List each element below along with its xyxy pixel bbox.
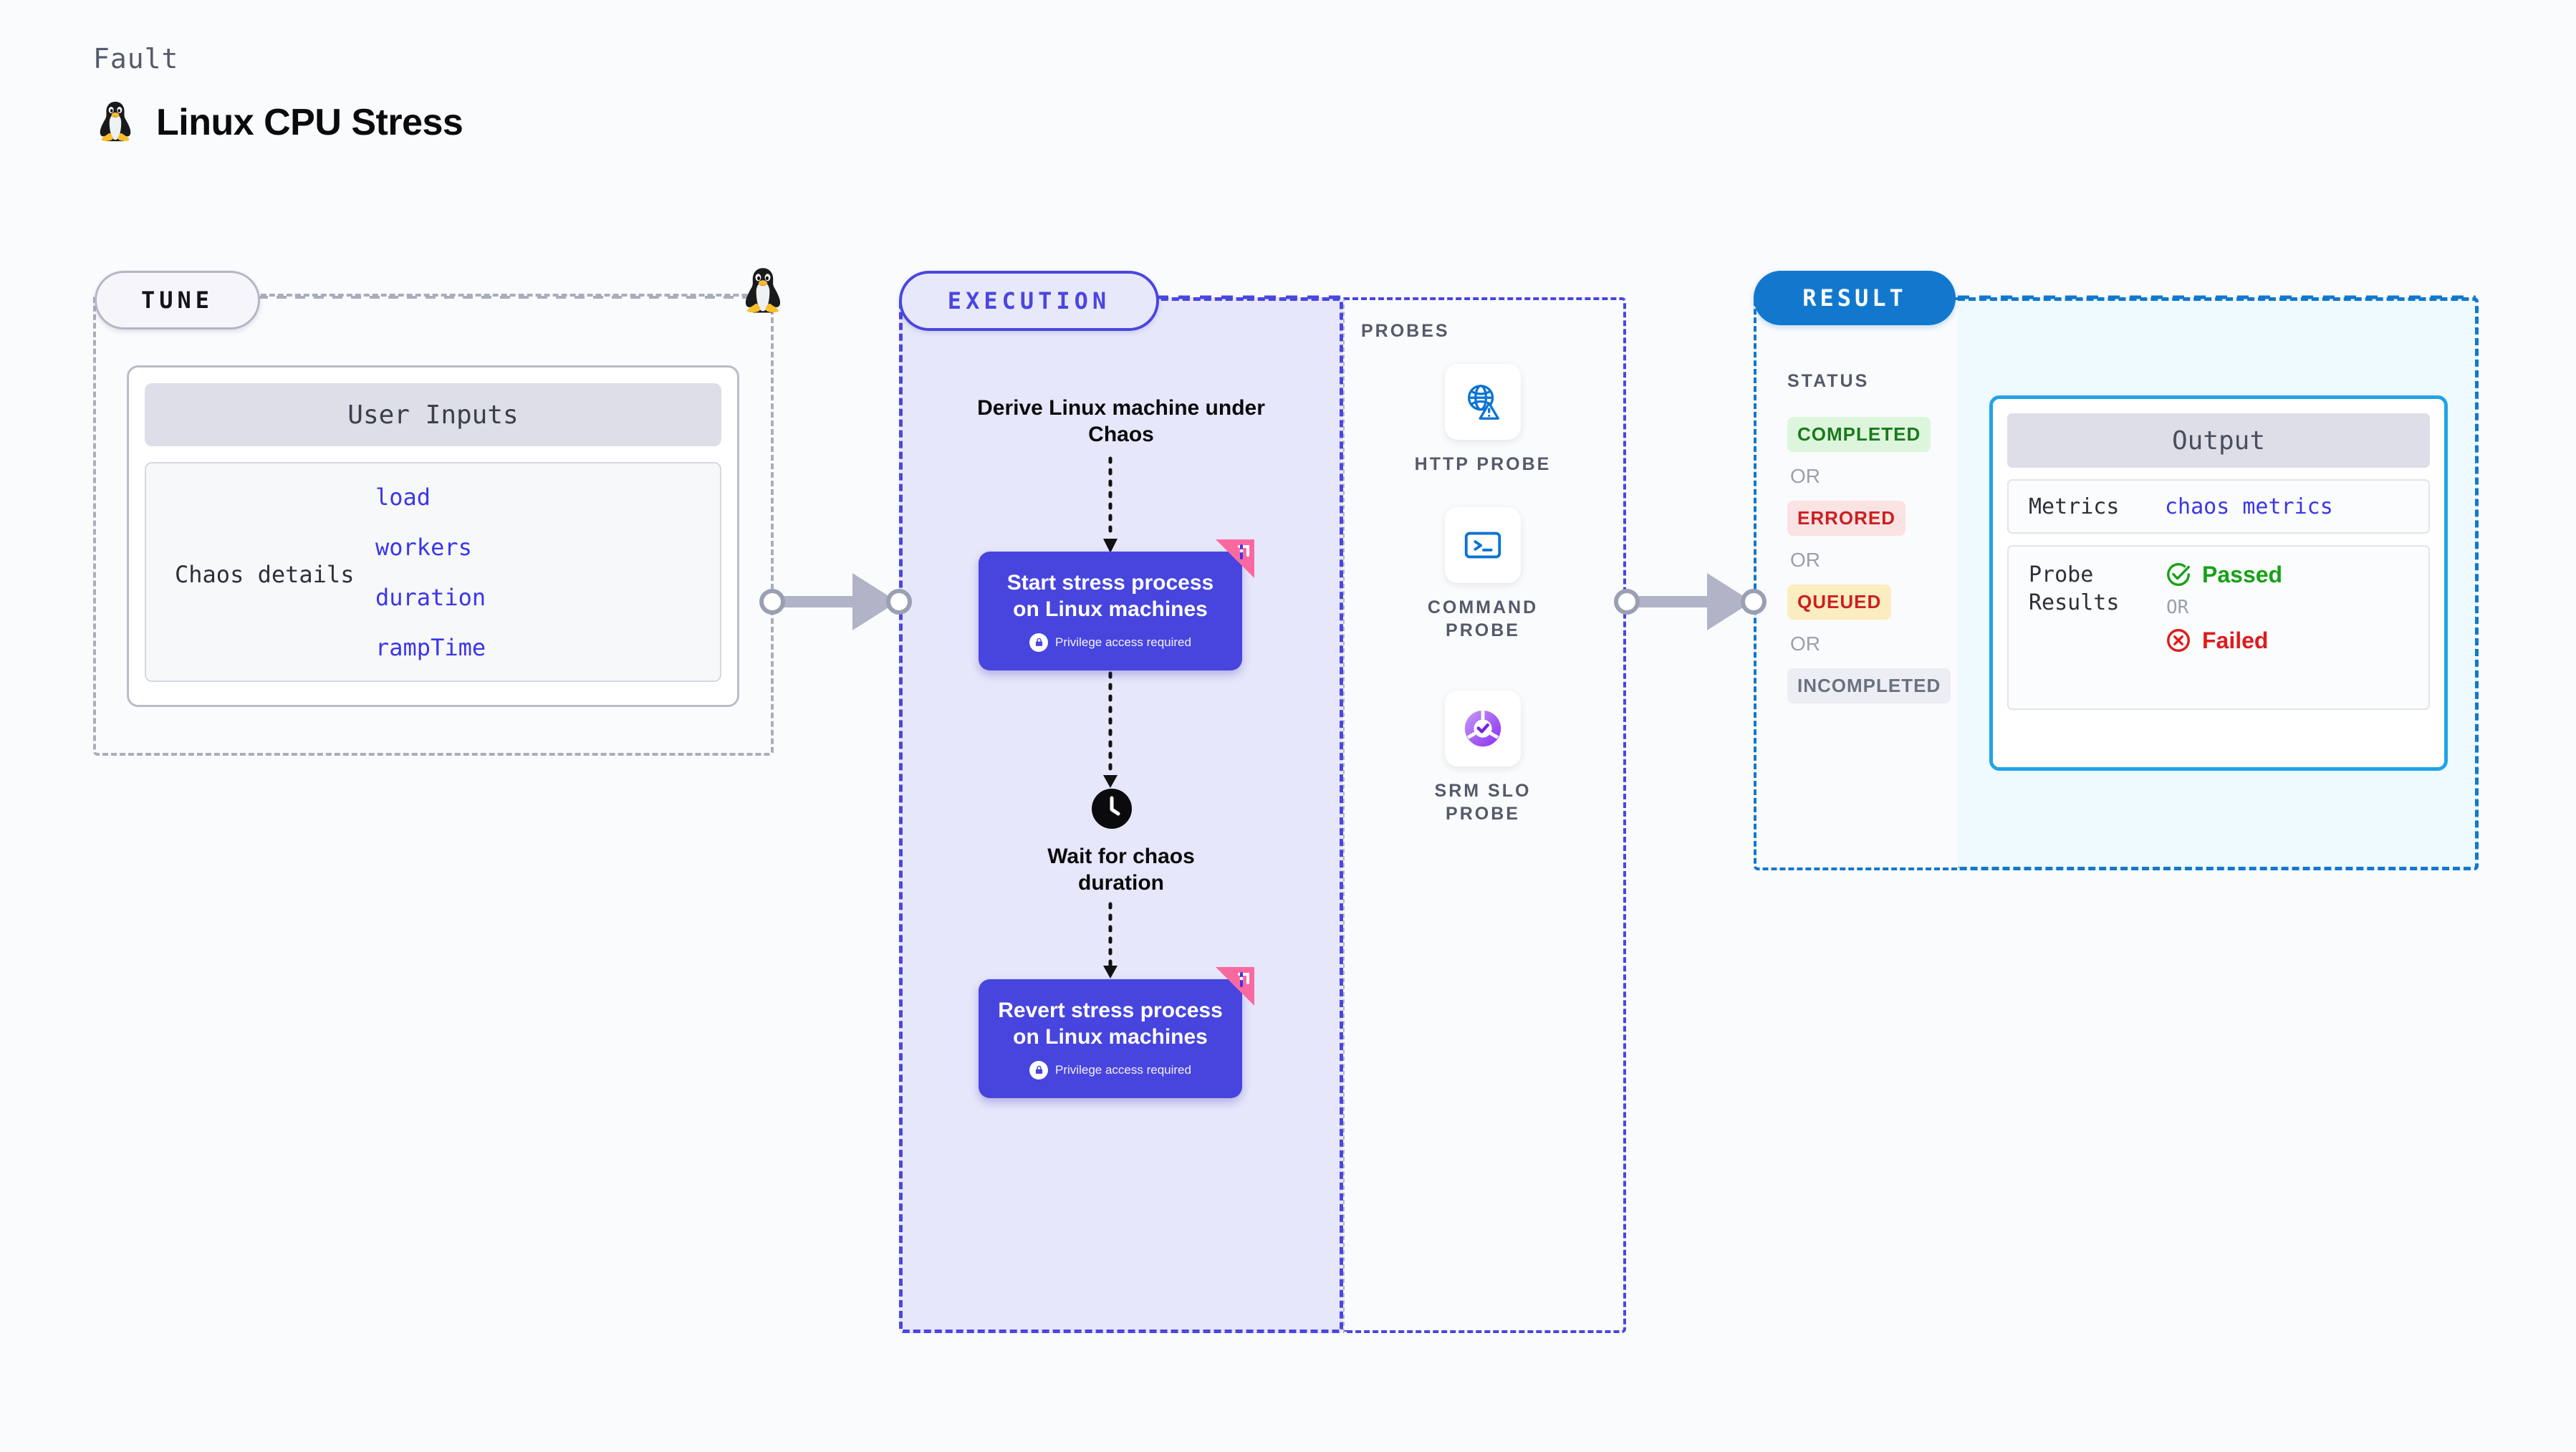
probe-srm-slo[interactable]: SRM SLO PROBE — [1400, 691, 1565, 825]
start-stress-title: Start stress process on Linux machines — [1006, 571, 1214, 621]
status-badge-incompleted: INCOMPLETED — [1787, 668, 1951, 703]
chaos-details-label: Chaos details — [175, 561, 355, 588]
slo-donut-check-icon — [1445, 691, 1521, 766]
output-card: Output Metrics chaos metrics Probe Resul… — [1989, 395, 2448, 771]
output-card-header: Output — [2007, 413, 2430, 468]
probe-command[interactable]: COMMAND PROBE — [1400, 507, 1565, 642]
flow-step-start-stress[interactable]: Start stress process on Linux machines P… — [979, 539, 1254, 670]
output-row-metrics: Metrics chaos metrics — [2007, 479, 2430, 534]
status-badge-errored: ERRORED — [1787, 501, 1906, 536]
arrow-tune-to-execution — [759, 573, 912, 630]
privilege-badge-label: Privilege access required — [1055, 635, 1191, 649]
fault-eyebrow-label: Fault — [93, 43, 179, 74]
metrics-key: Metrics — [2029, 494, 2120, 519]
tux-penguin-icon-corner — [745, 268, 781, 313]
probe-http-caption: HTTP PROBE — [1414, 454, 1552, 474]
status-badge-completed: COMPLETED — [1787, 417, 1931, 452]
execution-region — [899, 297, 1343, 1333]
status-or-0: OR — [1790, 465, 1820, 487]
param-workers[interactable]: workers — [375, 534, 472, 561]
chaos-details-params: load workers duration rampTime — [375, 484, 486, 661]
output-title: Output — [2171, 425, 2266, 456]
clock-icon — [1092, 789, 1132, 829]
harness-flag-icon — [1216, 539, 1254, 578]
tune-region — [93, 294, 774, 756]
user-inputs-title: User Inputs — [347, 400, 519, 430]
passed-label: Passed — [2202, 561, 2283, 587]
revert-stress-title: Revert stress process on Linux machines — [998, 999, 1223, 1049]
metrics-value[interactable]: chaos metrics — [2165, 494, 2333, 519]
flow-step-revert-stress[interactable]: Revert stress process on Linux machines … — [979, 967, 1254, 1098]
output-row-probe-results: Probe Results Passed OR Failed — [2007, 545, 2430, 710]
status-label: STATUS — [1787, 371, 1870, 391]
probe-http[interactable]: HTTP PROBE — [1400, 364, 1565, 476]
harness-flag-icon — [1216, 967, 1254, 1006]
page-title: Linux CPU Stress — [156, 102, 463, 143]
probe-result-passed: Passed — [2165, 561, 2282, 588]
privilege-badge: Privilege access required — [1029, 1060, 1191, 1080]
arrow-probes-to-result — [1614, 573, 1767, 630]
status-badge-queued: QUEUED — [1787, 585, 1892, 620]
param-duration[interactable]: duration — [375, 584, 486, 611]
user-inputs-card-header: User Inputs — [145, 383, 721, 446]
probe-result-failed: Failed — [2165, 627, 2282, 654]
execution-pill[interactable]: EXECUTION — [899, 271, 1159, 331]
status-or-2: OR — [1790, 633, 1820, 655]
lock-icon — [1029, 1060, 1049, 1080]
status-or-1: OR — [1790, 549, 1820, 571]
flow-step-derive: Derive Linux machine under Chaos — [977, 396, 1265, 446]
chaos-details-section: Chaos details load workers duration ramp… — [145, 462, 721, 682]
tune-pill[interactable]: TUNE — [95, 271, 260, 330]
check-circle-icon — [2167, 563, 2190, 586]
probe-srm-slo-caption: SRM SLO PROBE — [1434, 781, 1532, 824]
probe-command-caption: COMMAND PROBE — [1427, 597, 1539, 640]
param-load[interactable]: load — [375, 484, 431, 511]
x-circle-icon — [2167, 629, 2190, 652]
probes-region — [1343, 297, 1626, 1333]
tux-penguin-icon — [100, 101, 131, 142]
globe-warning-icon — [1445, 364, 1521, 440]
privilege-badge: Privilege access required — [1029, 633, 1191, 652]
lock-icon — [1029, 633, 1049, 652]
param-ramptime[interactable]: rampTime — [375, 634, 486, 661]
probe-results-key: Probe Results — [2029, 562, 2120, 615]
flow-step-wait: Wait for chaos duration — [1047, 845, 1195, 895]
failed-label: Failed — [2202, 627, 2269, 653]
page-header: Fault Linux CPU Stress — [93, 43, 463, 145]
user-inputs-card: User Inputs Chaos details load workers d… — [127, 365, 739, 707]
terminal-icon — [1445, 507, 1521, 583]
privilege-badge-label: Privilege access required — [1055, 1062, 1191, 1077]
probes-label: PROBES — [1361, 321, 1450, 341]
status-list: COMPLETED OR ERRORED OR QUEUED OR INCOMP… — [1787, 417, 1951, 703]
probe-result-or: OR — [2166, 597, 2189, 618]
result-pill[interactable]: RESULT — [1754, 271, 1956, 325]
